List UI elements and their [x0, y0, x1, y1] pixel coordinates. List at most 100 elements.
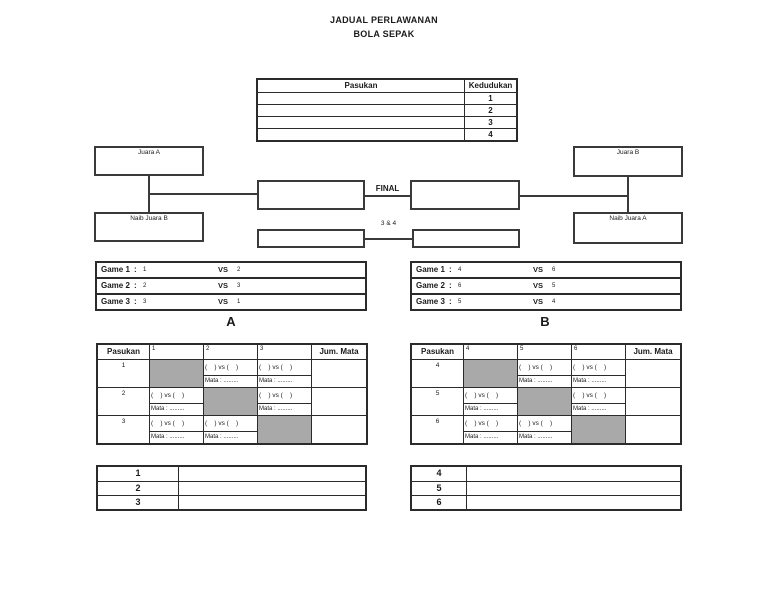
game-label: Game 3: [416, 297, 445, 306]
matrix-header-row: Pasukan 4 5 6 Jum. Mata: [412, 345, 680, 359]
matrix-diagonal-cell: [258, 416, 312, 443]
matrix-header-team: Pasukan: [98, 345, 150, 359]
standings-team-cell: [258, 105, 465, 116]
matrix-row: 4 ( ) vs ( ) Mata : ......... ( ) vs ( )…: [412, 359, 680, 387]
matrix-match-cell: ( ) vs ( ) Mata : .........: [464, 416, 518, 443]
ranking-position-cell: 4: [412, 467, 467, 481]
matrix-total-cell: [312, 388, 366, 415]
ranking-blank-cell: [179, 496, 365, 509]
match-score-line: ( ) vs ( ): [572, 388, 625, 404]
group-a-label: A: [226, 314, 236, 329]
matrix-match-cell: ( ) vs ( ) Mata : .........: [464, 388, 518, 415]
matrix-diagonal-cell: [464, 360, 518, 387]
match-score-line: ( ) vs ( ): [518, 360, 571, 376]
game-colon: :: [449, 297, 452, 306]
bracket-connector-final: [365, 195, 410, 197]
bracket-box-finalist-right: [410, 180, 520, 210]
game-home-team: 6: [458, 283, 462, 289]
bracket-box-juara-b: Juara B: [573, 146, 683, 177]
matrix-total-cell: [312, 360, 366, 387]
match-points-line: Mata : .........: [573, 406, 607, 412]
bracket-connector-right-vertical: [627, 177, 629, 212]
ranking-row: 5: [412, 481, 680, 495]
matrix-match-cell: ( ) vs ( ) Mata : .........: [572, 388, 626, 415]
matrix-match-cell: ( ) vs ( ) Mata : .........: [150, 416, 204, 443]
bracket-connector-left-vertical: [148, 176, 150, 212]
standings-table: Pasukan Kedudukan 1 2 3 4: [256, 78, 518, 142]
standings-rank-cell: 1: [488, 94, 493, 103]
game-label: Game 1: [101, 265, 130, 274]
games-table-a: Game 1 : 1 VS 2 Game 2 : 2 VS 3 Game 3 :…: [95, 261, 367, 311]
match-score-line: ( ) vs ( ): [464, 416, 517, 432]
matrix-diagonal-cell: [150, 360, 204, 387]
matrix-header-row: Pasukan 1 2 3 Jum. Mata: [98, 345, 366, 359]
matrix-diagonal-cell: [518, 388, 572, 415]
matrix-match-cell: ( ) vs ( ) Mata : .........: [518, 360, 572, 387]
bracket-connector-right-horizontal: [520, 195, 628, 197]
bracket-box-naib-juara-b: Naib Juara B: [94, 212, 204, 242]
matrix-header-col: 5: [518, 345, 572, 359]
matrix-team-cell: 3: [98, 416, 150, 443]
standings-team-cell: [258, 93, 465, 104]
standings-rank-cell: 3: [488, 118, 493, 127]
game-colon: :: [449, 265, 452, 274]
ranking-position-cell: 5: [412, 482, 467, 495]
matrix-diagonal-cell: [572, 416, 626, 443]
game-label: Game 2: [416, 281, 445, 290]
game-vs-label: VS: [533, 265, 544, 274]
game-colon: :: [134, 281, 137, 290]
matrix-team-cell: 2: [98, 388, 150, 415]
matrix-header-col: 4: [464, 345, 518, 359]
game-home-team: 4: [458, 267, 462, 273]
standings-row: 1: [258, 92, 516, 104]
page-title-line2: BOLA SEPAK: [353, 29, 415, 39]
game-away-team: 6: [552, 267, 556, 273]
standings-header-row: Pasukan Kedudukan: [258, 80, 516, 92]
match-points-line: Mata : .........: [151, 406, 185, 412]
match-points-line: Mata : .........: [259, 378, 293, 384]
match-score-line: ( ) vs ( ): [204, 360, 257, 376]
bracket-box-finalist-left: [257, 180, 365, 210]
game-label: Game 1: [416, 265, 445, 274]
standings-row: 4: [258, 128, 516, 140]
game-row: Game 3 : 5 VS 4: [410, 293, 682, 311]
ranking-blank-cell: [467, 496, 680, 509]
game-row: Game 3 : 3 VS 1: [95, 293, 367, 311]
matrix-match-cell: ( ) vs ( ) Mata : .........: [150, 388, 204, 415]
matrix-team-cell: 5: [412, 388, 464, 415]
match-points-line: Mata : .........: [151, 434, 185, 440]
ranking-row: 2: [98, 481, 365, 495]
standings-header-team: Pasukan: [258, 80, 465, 92]
matrix-total-cell: [626, 388, 680, 415]
game-label: Game 3: [101, 297, 130, 306]
final-label: FINAL: [375, 184, 400, 193]
game-vs-label: VS: [218, 265, 229, 274]
standings-rank-cell: 4: [488, 130, 493, 139]
matrix-table-a: Pasukan 1 2 3 Jum. Mata 1 ( ) vs ( ) Mat…: [96, 343, 368, 445]
game-away-team: 3: [237, 283, 241, 289]
game-away-team: 1: [237, 299, 241, 305]
bracket-label-naib-juara-b: Naib Juara B: [130, 215, 168, 222]
game-away-team: 5: [552, 283, 556, 289]
game-home-team: 1: [143, 267, 147, 273]
standings-team-cell: [258, 117, 465, 128]
bracket-box-third-place-right: [412, 229, 520, 248]
ranking-position-cell: 2: [98, 482, 179, 495]
bracket-label-naib-juara-a: Naib Juara A: [609, 215, 647, 222]
matrix-match-cell: ( ) vs ( ) Mata : .........: [572, 360, 626, 387]
match-score-line: ( ) vs ( ): [150, 388, 203, 404]
ranking-table-b: 4 5 6: [410, 465, 682, 511]
matrix-table-b: Pasukan 4 5 6 Jum. Mata 4 ( ) vs ( ) Mat…: [410, 343, 682, 445]
matrix-team-cell: 4: [412, 360, 464, 387]
matrix-header-col: 6: [572, 345, 626, 359]
game-home-team: 3: [143, 299, 147, 305]
ranking-blank-cell: [179, 467, 365, 481]
matrix-total-cell: [626, 416, 680, 443]
game-colon: :: [134, 297, 137, 306]
match-points-line: Mata : .........: [205, 378, 239, 384]
match-score-line: ( ) vs ( ): [150, 416, 203, 432]
matrix-header-col: 1: [150, 345, 204, 359]
ranking-row: 4: [412, 467, 680, 481]
game-away-team: 2: [237, 267, 241, 273]
